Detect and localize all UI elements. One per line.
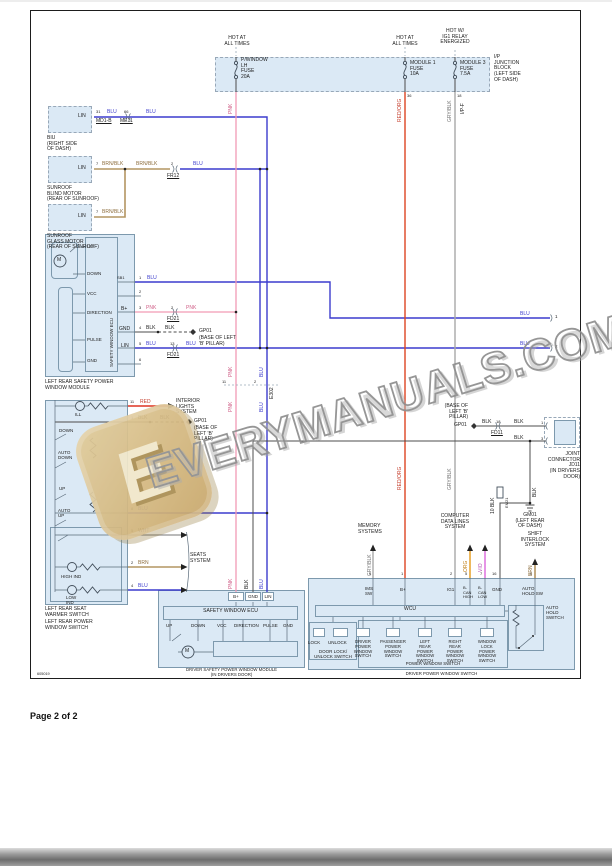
dm-inner-box xyxy=(213,641,298,657)
lm-driver-box xyxy=(58,287,73,372)
sw-driver-box xyxy=(356,628,370,637)
sunroof-blind-motor-box xyxy=(48,156,92,183)
inline-connector-icons xyxy=(125,113,553,499)
auto-hold-switch-box xyxy=(508,605,544,651)
fuse-leads xyxy=(235,47,456,92)
dm-safety-window-ecu-box xyxy=(163,606,298,620)
left-rear-safety-module-box xyxy=(45,234,135,377)
junction-dots xyxy=(123,167,534,649)
dm-pin-bplus-cell xyxy=(228,592,244,601)
sw-left-rear-box xyxy=(418,628,432,637)
dm-pin-lin-cell xyxy=(262,592,274,601)
page-number-label: Page 2 of 2 xyxy=(30,711,78,721)
bulb-icons xyxy=(67,401,85,595)
internal-lines xyxy=(54,243,536,653)
lock-button-box xyxy=(313,628,325,637)
door-lock-switch-box xyxy=(309,622,357,660)
lm-motor-box xyxy=(51,242,78,279)
dm-pin-gnd-cell xyxy=(245,592,261,601)
sw-passenger-box xyxy=(386,628,400,637)
junction-block-box xyxy=(215,57,490,92)
power-window-switch-group-box xyxy=(358,620,508,668)
power-wires xyxy=(128,92,486,578)
joint-connector-box xyxy=(544,417,580,448)
wcu-box xyxy=(315,605,505,617)
motor-icons xyxy=(53,254,195,659)
joint-connector-inner-box xyxy=(554,420,576,445)
ground-icons xyxy=(186,329,535,512)
unlock-button-box xyxy=(333,628,348,637)
sw-right-rear-box xyxy=(448,628,462,637)
brn-wires xyxy=(94,168,536,578)
page-top-edge xyxy=(0,0,612,2)
sunroof-glass-motor-box xyxy=(48,204,92,231)
driver-power-window-switch-box xyxy=(308,578,575,670)
resistor-icons xyxy=(79,402,520,627)
blu-wires xyxy=(94,116,550,592)
system-arrow-icons xyxy=(168,403,538,593)
pnk-wires xyxy=(135,92,237,592)
sw-window-lock-box xyxy=(480,628,494,637)
lm-safety-window-ecu-box xyxy=(85,237,118,372)
bottom-scroll-edge-bar xyxy=(0,848,612,866)
blk-wires xyxy=(55,331,546,592)
biu-box xyxy=(48,106,92,133)
fuse-icons xyxy=(233,60,458,80)
